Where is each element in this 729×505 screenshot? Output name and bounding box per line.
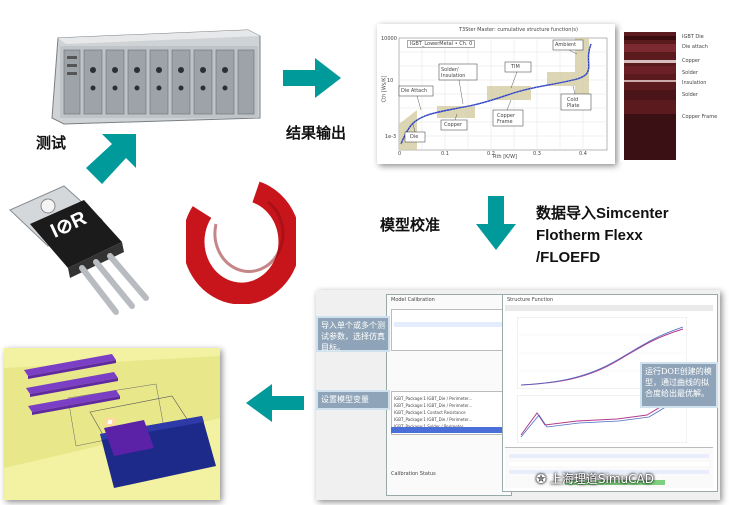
measurement-table (391, 309, 505, 351)
region-ambient: Ambient (555, 42, 577, 48)
xs-label-die-attach: Die attach (682, 44, 708, 50)
x-tick-2: 0.1 (441, 151, 449, 157)
table-row[interactable]: IGBT_Package:1 Solder / Perimeter... (394, 424, 467, 429)
wechat-icon: ✪ (536, 472, 550, 486)
x-tick-0: 0 (398, 151, 402, 157)
region-die-attach: Die Attach (401, 88, 428, 94)
arrow-right-top (283, 58, 341, 98)
note-model-variables: 设置模型变量 (316, 390, 390, 410)
table-row[interactable] (509, 462, 709, 466)
x-tick-4: 0.2 (487, 151, 495, 157)
table-row[interactable]: IGBT_Package:1 Contact Resistance (394, 410, 466, 415)
note-model-variables-text: 设置模型变量 (321, 395, 369, 404)
t3ster-hardware (48, 26, 262, 126)
note-run-doe-text: 运行DOE创建的模型，通过曲线的拟合度给出最优解。 (645, 367, 712, 398)
region-cold-plate: Cold Plate (567, 97, 580, 109)
arrow-down (476, 196, 516, 250)
note-run-doe: 运行DOE创建的模型，通过曲线的拟合度给出最优解。 (640, 362, 718, 408)
note-import-params-text: 导入单个或多个测试参数，选择仿真目标。 (321, 321, 385, 352)
region-die: Die (410, 134, 419, 140)
model-calibration-window: Model Calibration IGBT_Package:1 IGBT_Di… (386, 294, 512, 496)
table-row[interactable]: IGBT_Package:1 IGBT_Die / Perimeter... (394, 417, 473, 422)
cross-section-photo: IGBT Die Die attach Copper Solder Insula… (620, 30, 728, 162)
arrow-left (246, 384, 304, 422)
region-copper-frame: Copper Frame (497, 113, 516, 125)
xs-label-copper: Copper (682, 58, 701, 64)
progress-bar (565, 480, 665, 485)
calibration-software: Model Calibration IGBT_Package:1 IGBT_Di… (316, 290, 720, 500)
igbt-device: I⊘R (4, 180, 154, 320)
window-title: Model Calibration (391, 297, 435, 303)
xs-label-solder: Solder (682, 70, 698, 76)
note-import-params: 导入单个或多个测试参数，选择仿真目标。 (316, 316, 390, 352)
results-grid (505, 447, 713, 488)
table-row[interactable] (394, 330, 502, 335)
thermal-model-view (4, 348, 220, 500)
y-tick-3: 10 (387, 78, 394, 84)
y-tick-0: 10000 (381, 36, 397, 42)
selected-row[interactable] (391, 427, 503, 433)
x-tick-6: 0.3 (533, 151, 541, 157)
arrow-up-diag (86, 134, 136, 184)
x-tick-8: 0.4 (579, 151, 587, 157)
table-row[interactable]: IGBT_Package:1 IGBT_Die / Perimeter... (394, 396, 473, 401)
region-solder: Solder/ Insulation (441, 67, 466, 79)
chart-toolbar (505, 305, 713, 311)
label-import-line1: 数据导入Simcenter (536, 205, 669, 222)
y-tick-7: 1e-3 (385, 134, 397, 140)
chart-title: T3Ster Master: cumulative structure func… (459, 27, 578, 33)
label-import-line2: Flotherm Flexx (536, 227, 643, 244)
label-import-line3: /FLOEFD (536, 249, 601, 266)
xs-label-insulation: Insulation (682, 80, 707, 86)
chart-xlabel: Rth [K/W] (493, 154, 518, 160)
region-tim: TIM (511, 64, 520, 70)
label-model-calibration: 模型校准 (380, 216, 441, 234)
table-row[interactable] (509, 454, 709, 458)
label-test: 测试 (36, 134, 67, 152)
xs-label-copper-frame: Copper Frame (682, 114, 718, 120)
table-row[interactable] (394, 322, 502, 327)
results-chart-title: Structure Function (507, 297, 554, 303)
cycle-ring-icon (182, 178, 301, 305)
structure-function-panel: T3Ster Master: cumulative structure func… (377, 24, 615, 164)
xs-label-igbt-die: IGBT Die (682, 34, 704, 40)
region-copper: Copper (444, 122, 463, 128)
watermark-text: 上海理道SimuCAD (549, 472, 654, 486)
table-row[interactable]: IGBT_Package:1 IGBT_Die / Perimeter... (394, 403, 473, 408)
chart-legend: IGBT_LowerMetal • Ch. 0 (407, 40, 476, 48)
calibration-status-label: Calibration Status (391, 471, 436, 477)
xs-label-solder-2: Solder (682, 92, 698, 98)
watermark: ✪ 上海理道SimuCAD (536, 470, 654, 487)
table-row[interactable] (509, 470, 709, 474)
label-results-output: 结果输出 (286, 124, 347, 142)
label-import: 数据导入Simcenter Flotherm Flexx /FLOEFD (536, 203, 669, 269)
structure-function-chart (377, 24, 615, 164)
